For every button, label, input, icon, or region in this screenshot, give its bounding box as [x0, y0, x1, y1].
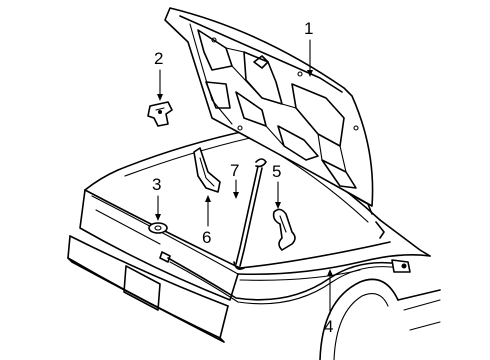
prop-rod: [233, 158, 267, 270]
callout-4: 4: [324, 317, 333, 336]
hood-latch: [147, 101, 173, 127]
support-bracket: [193, 147, 221, 193]
callout-5: 5: [272, 162, 281, 181]
callout-7: 7: [230, 161, 239, 180]
leader-lines: [155, 39, 333, 315]
lock-striker: [148, 222, 168, 234]
release-cable: [159, 251, 411, 305]
hood-seal: [272, 208, 296, 251]
hood-panel: [164, 7, 374, 215]
car-body: [67, 129, 441, 360]
callout-1: 1: [304, 19, 313, 38]
callout-3: 3: [152, 175, 161, 194]
callout-6: 6: [202, 228, 211, 247]
callout-2: 2: [154, 49, 163, 68]
